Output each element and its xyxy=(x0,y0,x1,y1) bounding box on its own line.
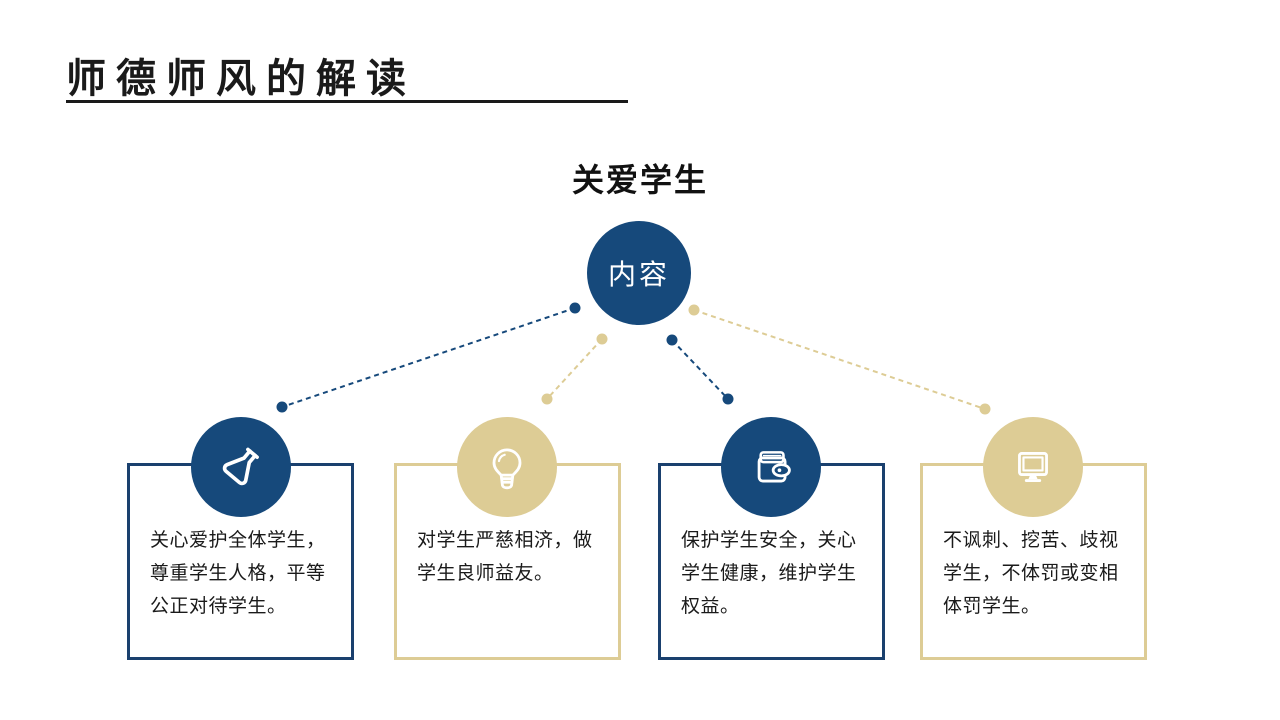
item-circle-1 xyxy=(191,417,291,517)
connector-line-4 xyxy=(693,309,986,410)
connector-dot xyxy=(979,403,991,415)
connector-line-3 xyxy=(671,339,729,400)
connector-dot xyxy=(666,334,678,346)
connector-dot xyxy=(688,304,700,316)
item-text-4: 不讽刺、挖苦、歧视学生，不体罚或变相体罚学生。 xyxy=(943,530,1119,617)
slide-title: 师德师风的解读 xyxy=(66,55,416,102)
item-circle-4 xyxy=(983,417,1083,517)
connector-dot xyxy=(569,302,581,314)
item-text-3: 保护学生安全，关心学生健康，维护学生权益。 xyxy=(681,530,857,617)
connector-dot xyxy=(541,393,553,405)
center-node: 内容 xyxy=(587,221,691,325)
monitor-icon xyxy=(1007,441,1059,493)
connector-dot xyxy=(722,393,734,405)
connector-dot xyxy=(596,333,608,345)
item-box-3: 保护学生安全，关心学生健康，维护学生权益。 xyxy=(658,463,885,660)
connector-line-1 xyxy=(281,307,576,408)
connector-line-2 xyxy=(546,338,603,400)
item-text-1: 关心爱护全体学生，尊重学生人格，平等公正对待学生。 xyxy=(150,530,326,617)
lightbulb-icon xyxy=(481,441,533,493)
item-circle-3 xyxy=(721,417,821,517)
section-heading: 关爱学生 xyxy=(571,162,709,198)
center-node-label: 内容 xyxy=(607,259,670,290)
item-circle-2 xyxy=(457,417,557,517)
title-underline xyxy=(66,100,628,103)
connector-dot xyxy=(276,401,288,413)
wallet-icon xyxy=(745,441,797,493)
flask-icon xyxy=(215,441,267,493)
item-text-2: 对学生严慈相济，做学生良师益友。 xyxy=(417,530,593,584)
